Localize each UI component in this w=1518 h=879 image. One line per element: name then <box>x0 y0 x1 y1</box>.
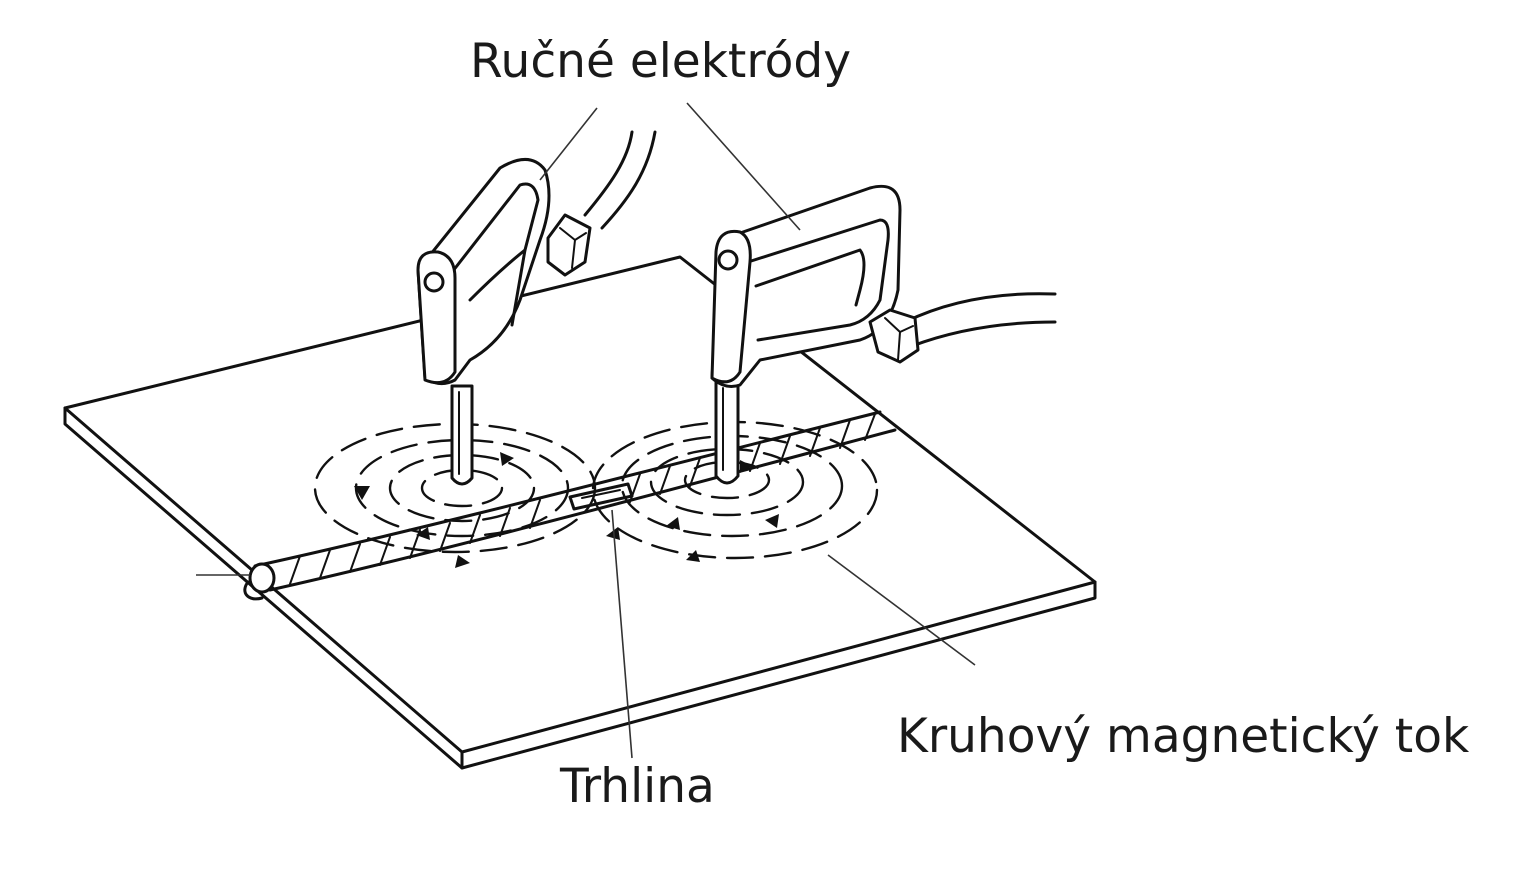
label-circular-magnetic-flux: Kruhový magnetický tok <box>897 709 1470 764</box>
crack <box>568 482 634 511</box>
label-manual-electrodes: Ručné elektródy <box>470 34 852 89</box>
label-crack: Trhlina <box>560 759 715 814</box>
left-electrode-cable <box>583 130 657 230</box>
label-leaders <box>196 102 976 759</box>
right-hand-electrode <box>710 184 920 485</box>
left-hand-electrode <box>416 158 592 486</box>
right-electrode-cable <box>903 292 1057 348</box>
